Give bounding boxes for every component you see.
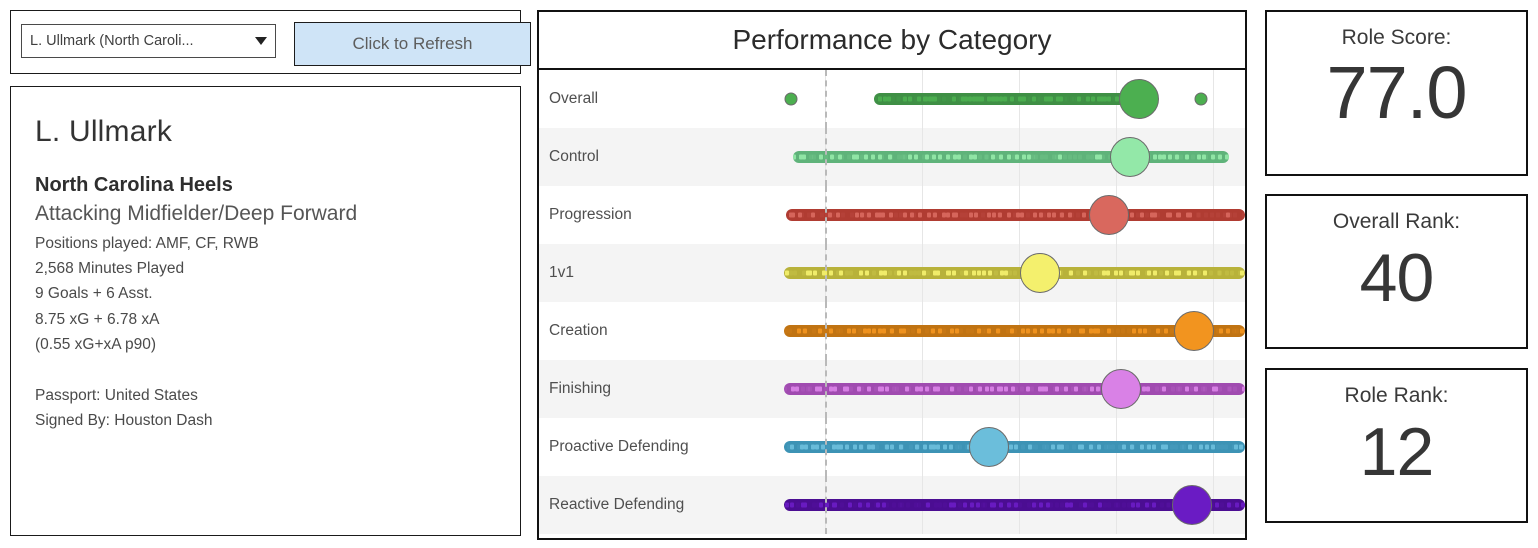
player-signed-by: Signed By: Houston Dash (35, 411, 213, 429)
chart-row: Overall (539, 70, 1245, 128)
reference-line (825, 302, 828, 360)
player-marker[interactable] (1100, 369, 1141, 409)
category-plot (784, 302, 1245, 360)
overall-rank-value: 40 (1359, 240, 1435, 316)
player-marker[interactable] (1109, 137, 1150, 177)
distribution-strip (793, 151, 1229, 163)
info-spacer (35, 357, 496, 383)
player-marker[interactable] (1019, 253, 1060, 293)
role-score-value: 77.0 (1326, 51, 1467, 134)
player-goals-assists: 9 Goals + 6 Asst. (35, 285, 153, 303)
chart-row: Creation (539, 302, 1245, 360)
role-rank-card: Role Rank: 12 (1265, 368, 1528, 523)
distribution-strip (784, 441, 1245, 453)
reference-line (825, 186, 828, 244)
player-marker[interactable] (969, 427, 1010, 467)
category-label-overall: Overall (549, 90, 599, 107)
player-select-dropdown[interactable]: L. Ullmark (North Caroli... (21, 24, 276, 58)
player-minutes: 2,568 Minutes Played (35, 260, 185, 278)
category-plot (784, 476, 1245, 534)
player-team: North Carolina Heels (35, 174, 233, 196)
distribution-strip (786, 209, 1245, 221)
reference-line (825, 70, 828, 128)
category-plot (784, 186, 1245, 244)
category-plot (784, 244, 1245, 302)
reference-line (825, 128, 828, 186)
distribution-dots (793, 151, 1229, 163)
chart-row: Proactive Defending (539, 418, 1245, 476)
chevron-down-icon (255, 37, 267, 45)
score-cards-column: Role Score: 77.0 Overall Rank: 40 Role R… (1265, 10, 1528, 538)
player-marker[interactable] (1089, 195, 1129, 235)
player-marker[interactable] (1118, 79, 1159, 119)
category-label-control: Control (549, 148, 599, 165)
left-column: L. Ullmark (North Caroli... Click to Ref… (10, 10, 531, 538)
player-xg-xa: 8.75 xG + 6.78 xA (35, 310, 160, 328)
chart-row: Reactive Defending (539, 476, 1245, 534)
overall-rank-card: Overall Rank: 40 (1265, 194, 1528, 349)
category-plot (784, 360, 1245, 418)
reference-line (825, 244, 828, 302)
distribution-dots (784, 441, 1245, 453)
category-label-creation: Creation (549, 322, 608, 339)
distribution-dots (784, 267, 1245, 279)
role-rank-label: Role Rank: (1344, 384, 1449, 407)
distribution-strip (784, 383, 1245, 395)
player-xg-xa-p90: (0.55 xG+xA p90) (35, 335, 157, 353)
category-plot (784, 70, 1245, 128)
chart-title: Performance by Category (732, 24, 1052, 55)
player-marker[interactable] (1171, 485, 1212, 525)
reference-line (825, 360, 828, 418)
reference-line (825, 418, 828, 476)
player-passport: Passport: United States (35, 386, 198, 404)
chart-row: 1v1 (539, 244, 1245, 302)
category-label-1v1: 1v1 (549, 264, 574, 281)
category-label-progression: Progression (549, 206, 632, 223)
outlier-dot (784, 92, 798, 106)
overall-rank-label: Overall Rank: (1332, 210, 1461, 233)
distribution-dots (786, 209, 1245, 221)
category-plot (784, 418, 1245, 476)
category-plot (784, 128, 1245, 186)
distribution-strip (873, 93, 1149, 105)
distribution-strip (784, 267, 1245, 279)
role-score-label: Role Score: (1341, 26, 1452, 49)
player-positions: Positions played: AMF, CF, RWB (35, 235, 259, 253)
player-select-value: L. Ullmark (North Caroli... (30, 33, 194, 49)
controls-panel: L. Ullmark (North Caroli... Click to Ref… (10, 10, 531, 74)
role-score-card: Role Score: 77.0 (1265, 10, 1528, 176)
player-info-panel: L. Ullmark North Carolina Heels Attackin… (10, 86, 521, 536)
refresh-button[interactable]: Click to Refresh (294, 22, 531, 66)
distribution-dots (873, 93, 1148, 105)
category-label-finishing: Finishing (549, 380, 612, 397)
role-rank-value: 12 (1359, 414, 1435, 490)
chart-row: Finishing (539, 360, 1245, 418)
chart-row: Control (539, 128, 1245, 186)
outlier-dot (1194, 92, 1208, 106)
distribution-dots (784, 383, 1245, 395)
player-marker[interactable] (1174, 311, 1215, 351)
reference-line (825, 476, 828, 534)
category-label-proactive-defending: Proactive Defending (549, 438, 689, 455)
player-role: Attacking Midfielder/Deep Forward (35, 202, 358, 225)
chart-row: Progression (539, 186, 1245, 244)
player-name: L. Ullmark (35, 115, 173, 148)
category-label-reactive-defending: Reactive Defending (549, 496, 685, 513)
chart-title-box: Performance by Category (537, 10, 1247, 70)
